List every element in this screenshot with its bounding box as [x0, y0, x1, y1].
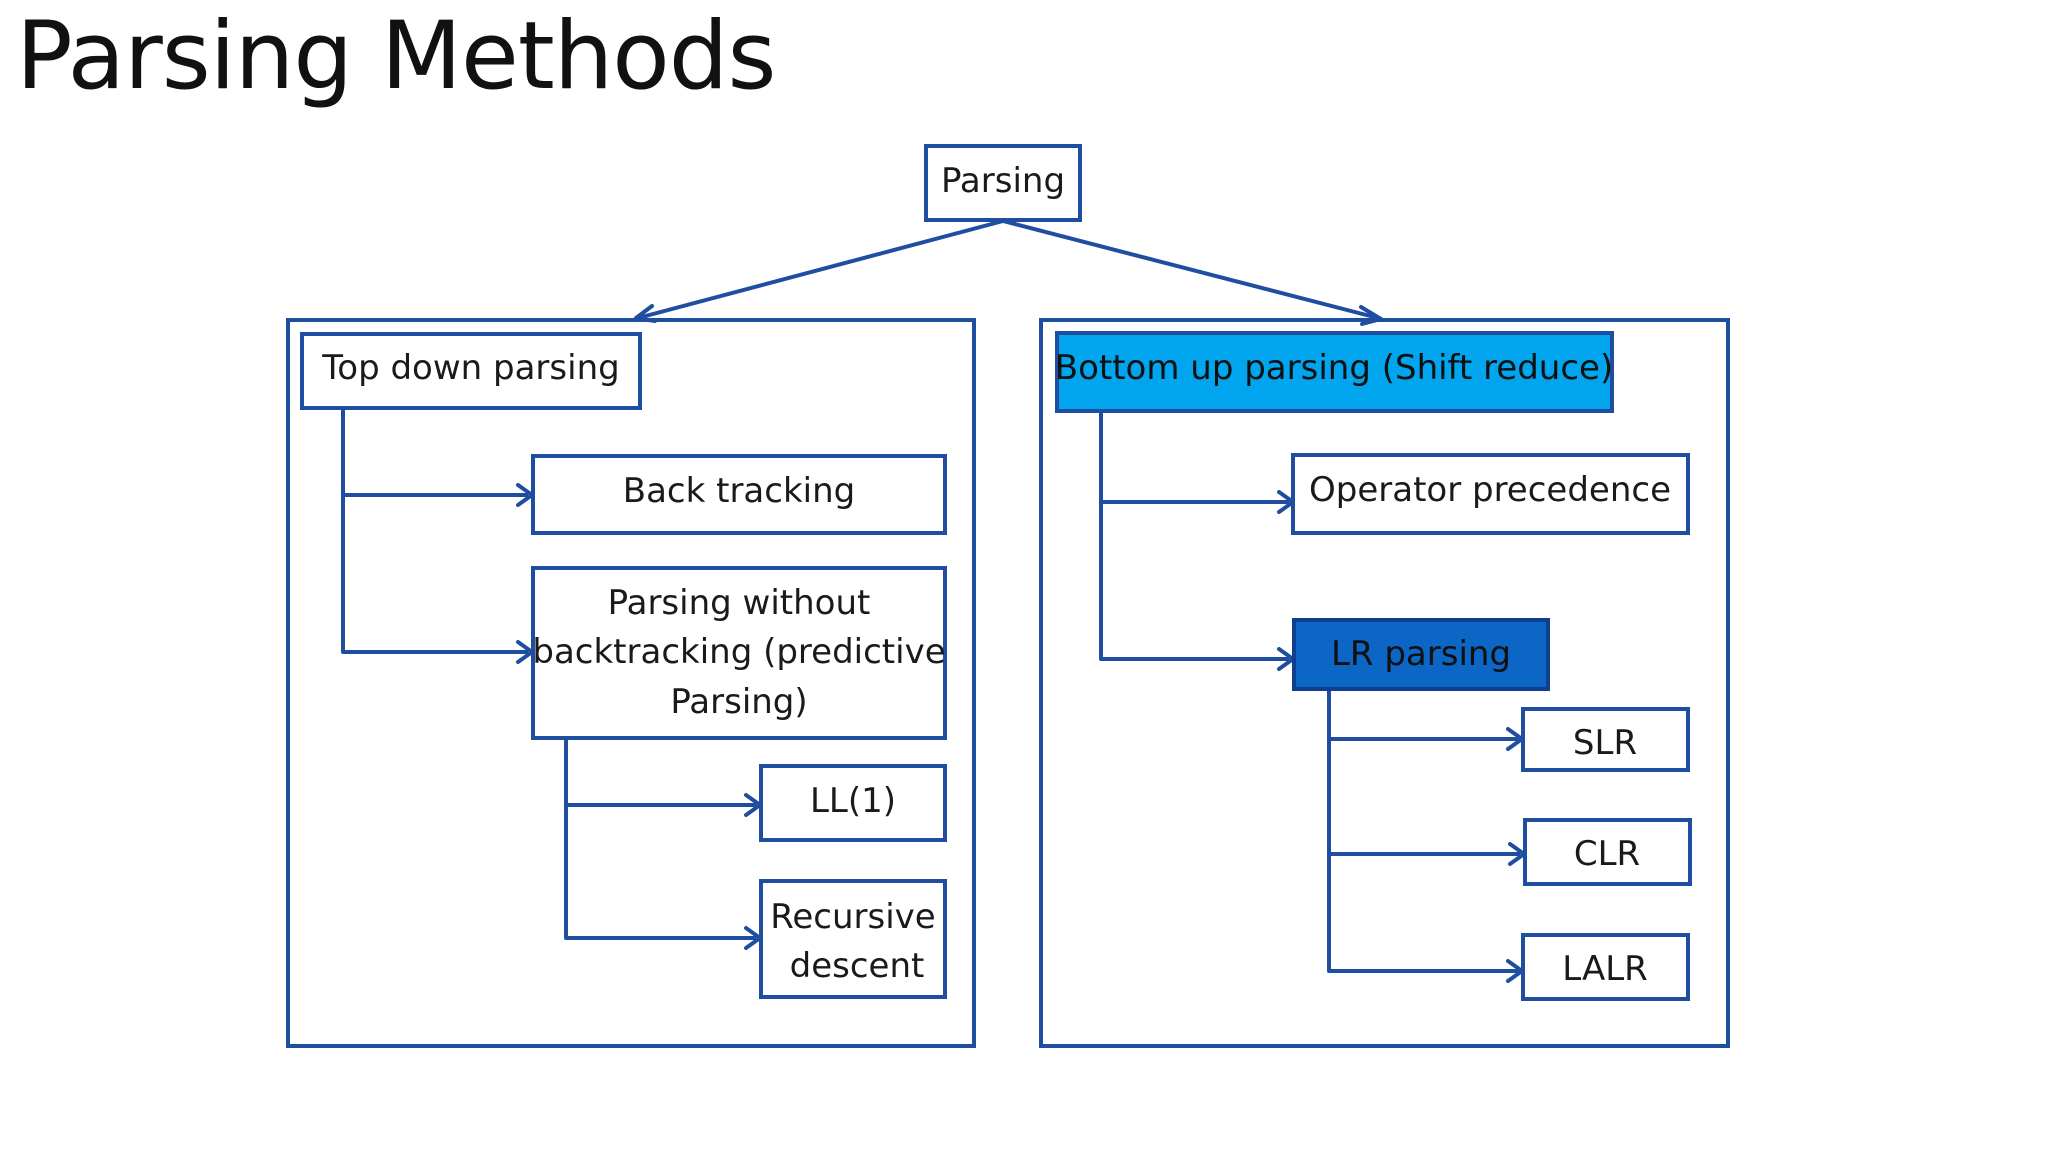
node-clr: CLR [1523, 818, 1692, 886]
node-slr-label: SLR [1573, 723, 1637, 763]
node-parsing: Parsing [924, 144, 1082, 222]
slide-title: Parsing Methods [16, 2, 776, 111]
node-operator-precedence-label: Operator precedence [1309, 470, 1671, 510]
node-bottom-up-parsing: Bottom up parsing (Shift reduce) [1055, 331, 1614, 413]
node-predictive-label-line-2: backtracking (predictive [532, 632, 945, 672]
node-lalr: LALR [1521, 933, 1690, 1001]
node-ll1-label: LL(1) [810, 781, 896, 821]
bottom-up-trunk-connector [1099, 412, 1289, 661]
top-down-trunk-connector [341, 408, 528, 654]
node-back-tracking: Back tracking [531, 454, 947, 535]
node-lalr-label: LALR [1562, 949, 1648, 989]
bottom-up-group-frame [1039, 318, 1730, 1048]
lr-trunk-connector [1327, 689, 1518, 973]
node-lr-parsing: LR parsing [1292, 618, 1550, 691]
node-top-down-parsing: Top down parsing [300, 332, 642, 410]
node-recursive-label-line-2: descent [790, 946, 925, 986]
node-operator-precedence: Operator precedence [1291, 453, 1690, 535]
node-clr-label: CLR [1574, 834, 1640, 874]
node-parsing-without-backtracking: Parsing without backtracking (predictive… [531, 566, 947, 740]
node-ll1: LL(1) [759, 764, 947, 842]
root-to-bottom-up-connector [1002, 219, 1379, 320]
node-bottom-up-parsing-label: Bottom up parsing (Shift reduce) [1055, 348, 1613, 388]
node-recursive-label-line-1: Recursive [770, 897, 935, 937]
node-recursive-descent: Recursive descent [759, 879, 947, 999]
node-top-down-parsing-label: Top down parsing [321, 348, 619, 388]
predictive-trunk-connector [564, 738, 756, 940]
node-predictive-label-line-1: Parsing without [608, 583, 871, 623]
root-to-top-down-connector [637, 219, 1004, 320]
arrow-head [1359, 305, 1383, 326]
top-down-group-frame [286, 318, 976, 1048]
arrow-head [634, 304, 657, 323]
node-back-tracking-label: Back tracking [623, 471, 855, 511]
node-slr: SLR [1521, 707, 1690, 772]
node-predictive-label-line-3: Parsing) [670, 682, 807, 722]
node-parsing-label: Parsing [941, 161, 1065, 201]
node-lr-parsing-label: LR parsing [1331, 634, 1511, 674]
